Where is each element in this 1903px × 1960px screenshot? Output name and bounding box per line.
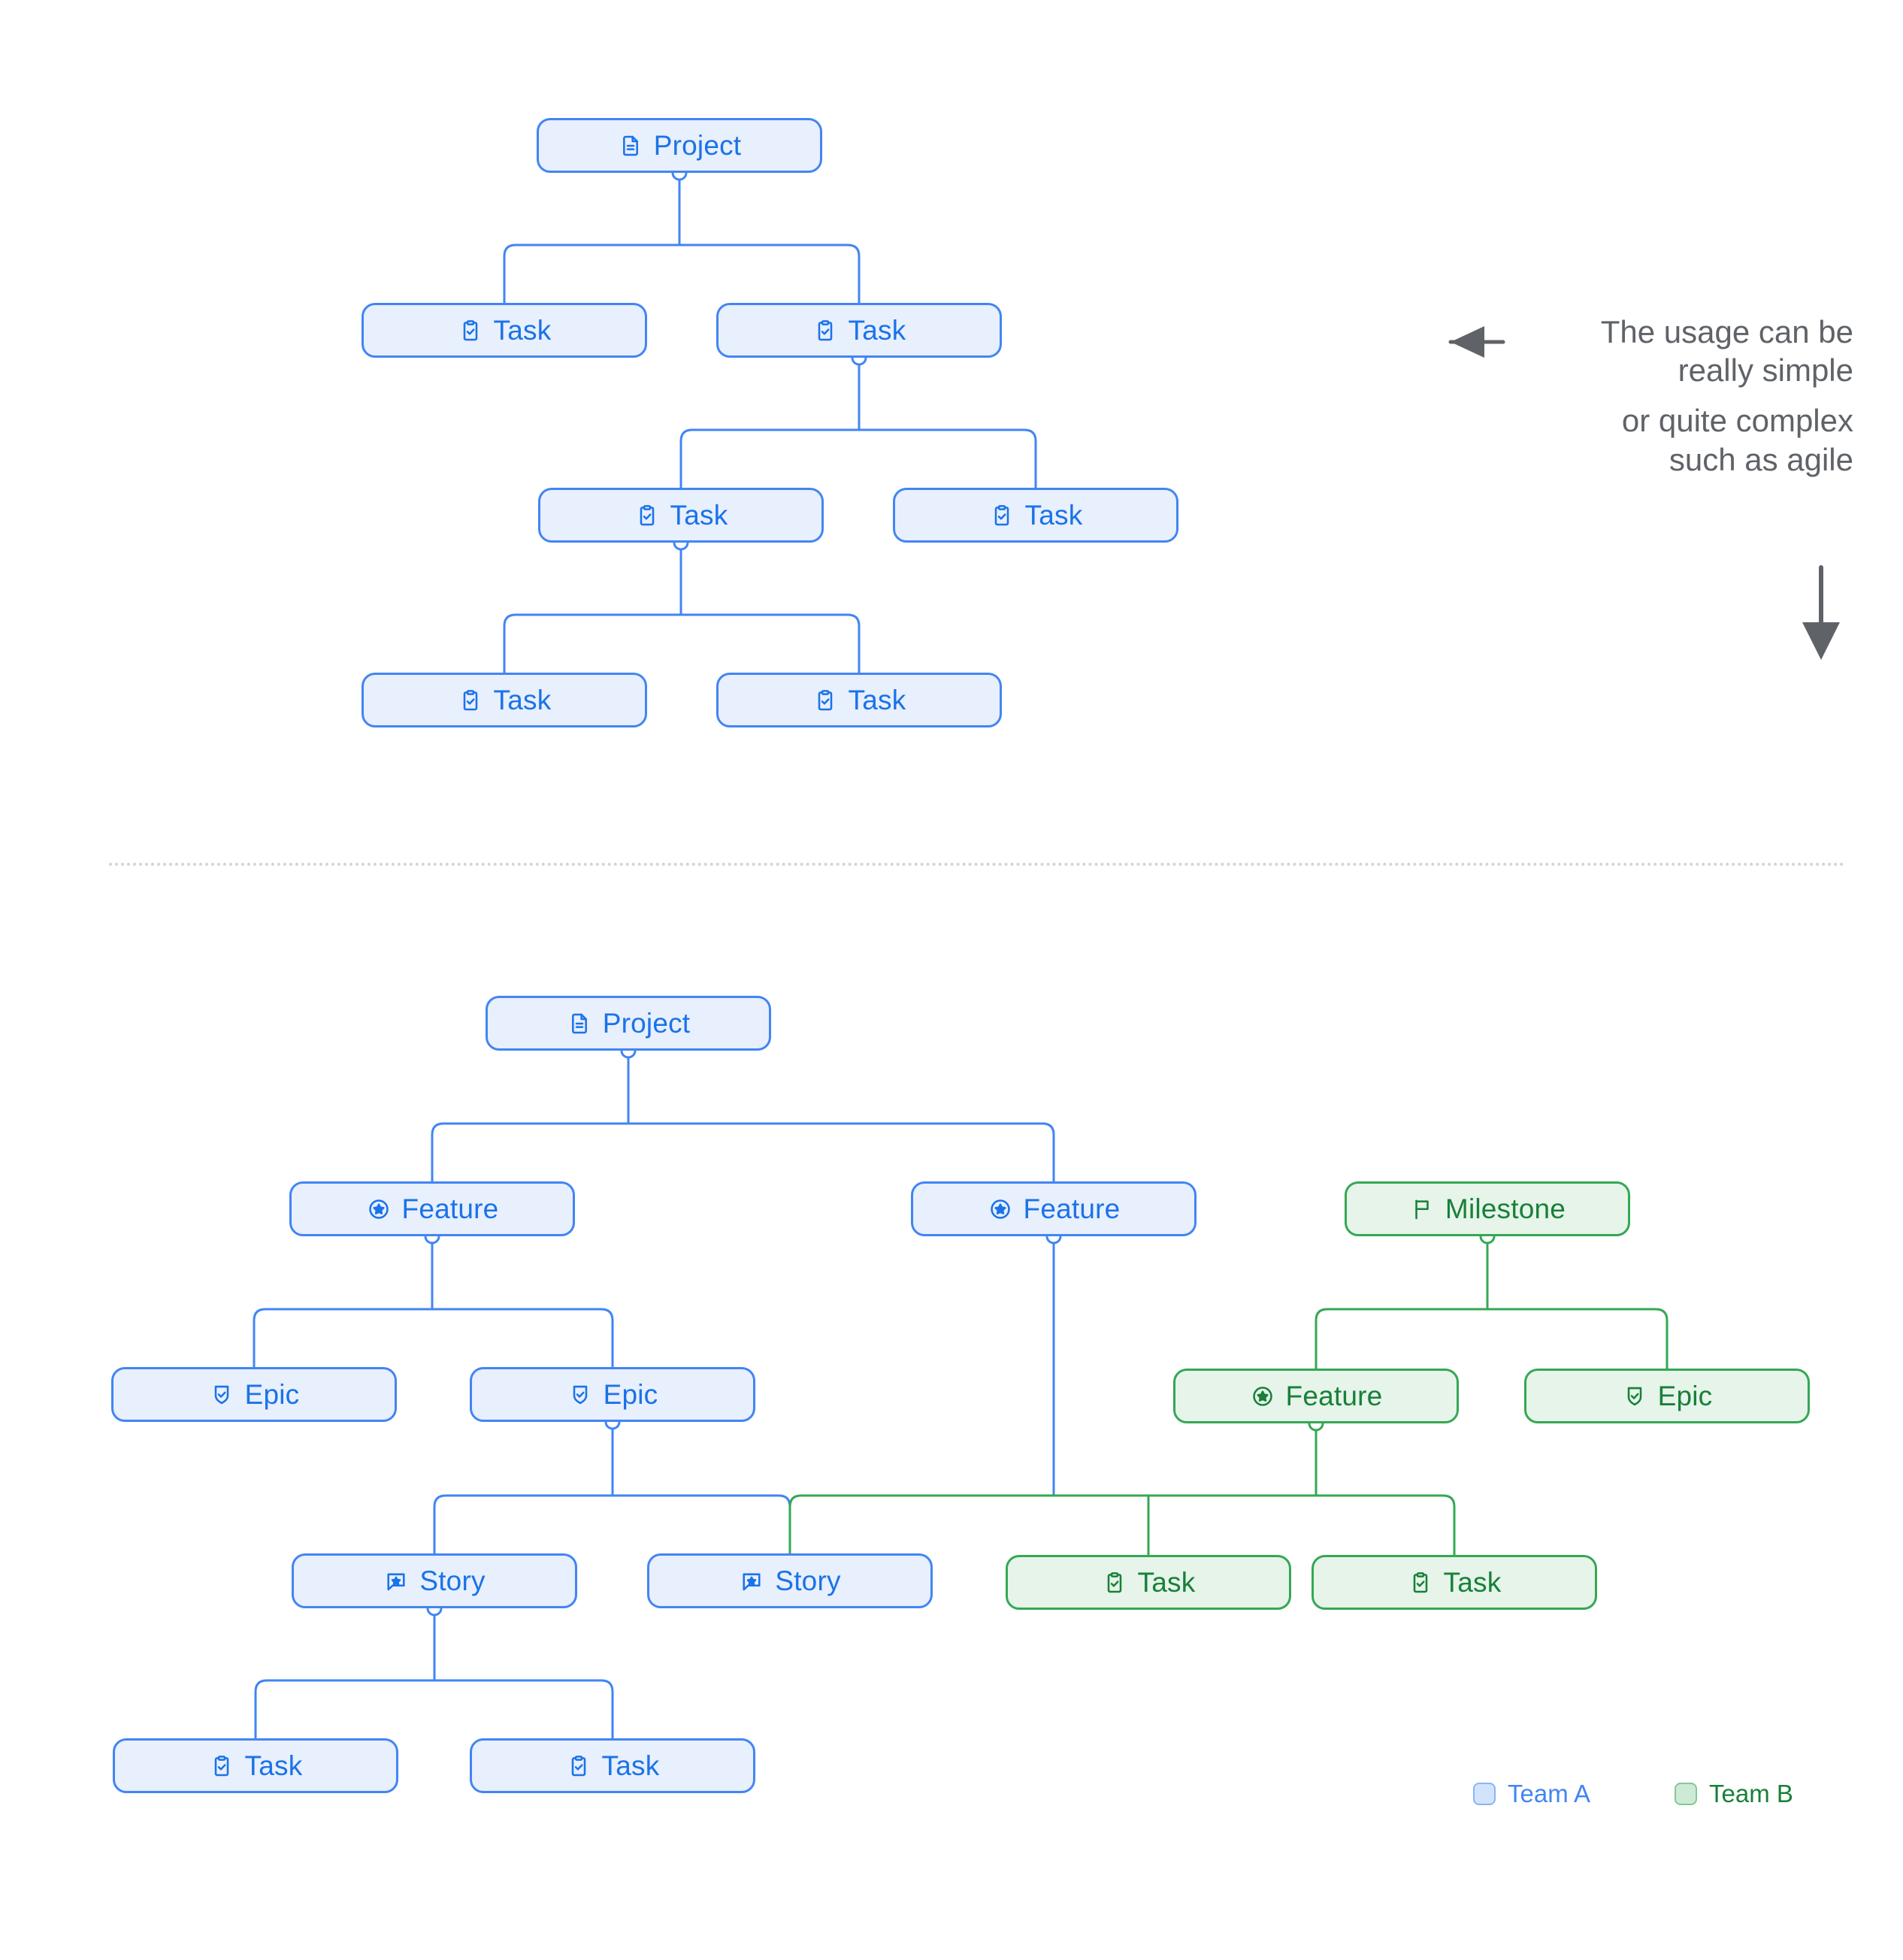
node-label: Task [848,685,906,715]
node-label: Task [493,685,552,715]
node-feature-c[interactable]: Feature [1173,1369,1459,1423]
node-label: Epic [1657,1381,1713,1411]
annotation-spacer [1508,389,1853,401]
clipboard-check-icon [634,503,660,528]
node-label: Task [670,500,728,531]
flag-icon [1409,1196,1435,1222]
node-label: Milestone [1445,1193,1566,1224]
clipboard-check-icon [209,1753,234,1779]
clipboard-check-icon [812,318,838,343]
section-divider [109,863,1845,866]
node-label: Task [1443,1567,1502,1598]
clipboard-check-icon [458,318,483,343]
node-label: Story [775,1565,841,1596]
node-task-agile-2[interactable]: Task [470,1738,755,1793]
node-task-simple-2[interactable]: Task [716,303,1002,358]
node-feature-b[interactable]: Feature [911,1181,1197,1236]
legend-label: Team A [1508,1780,1591,1807]
document-icon [618,133,643,159]
node-task-green-2[interactable]: Task [1312,1555,1597,1610]
clipboard-check-icon [566,1753,591,1779]
node-task-simple-5[interactable]: Task [362,673,647,727]
shield-check-icon [567,1382,593,1408]
shield-check-icon [209,1382,234,1408]
node-label: Task [493,315,552,346]
document-icon [567,1011,592,1036]
node-task-simple-1[interactable]: Task [362,303,647,358]
node-milestone[interactable]: Milestone [1345,1181,1630,1236]
node-epic-a[interactable]: Epic [111,1367,397,1422]
node-label: Task [601,1750,660,1781]
node-label: Task [848,315,906,346]
clipboard-check-icon [1102,1570,1127,1596]
node-label: Epic [244,1379,300,1410]
clipboard-check-icon [458,688,483,713]
node-task-simple-6[interactable]: Task [716,673,1002,727]
node-label: Feature [401,1193,499,1224]
node-task-simple-4[interactable]: Task [893,488,1178,543]
node-label: Task [244,1750,303,1781]
clipboard-check-icon [989,503,1015,528]
node-label: Task [1137,1567,1196,1598]
node-feature-a[interactable]: Feature [289,1181,575,1236]
annotation-line-2: really simple [1678,352,1853,389]
legend-team-b[interactable]: Team B [1675,1780,1793,1808]
comment-star-icon [739,1568,764,1594]
node-label: Feature [1285,1381,1383,1411]
node-label: Epic [603,1379,658,1410]
annotation-text: The usage can be really simple or quite … [1508,313,1853,479]
node-project-agile[interactable]: Project [486,996,771,1051]
annotation-line-1: The usage can be [1600,314,1853,349]
star-circle-icon [1250,1384,1275,1409]
comment-star-icon [383,1568,409,1594]
annotation-line-3: or quite complex [1621,403,1853,439]
annotation-line-4: such as agile [1669,441,1853,477]
node-label: Project [602,1008,691,1039]
node-task-green-1[interactable]: Task [1006,1555,1291,1610]
node-story-b[interactable]: Story [647,1553,933,1608]
node-task-simple-3[interactable]: Task [538,488,824,543]
node-project-simple[interactable]: Project [537,118,822,173]
legend-swatch-icon [1473,1783,1496,1805]
node-task-agile-1[interactable]: Task [113,1738,398,1793]
node-label: Task [1024,500,1083,531]
simple-tree-connectors [503,171,1037,674]
legend-label: Team B [1709,1780,1793,1807]
node-label: Story [419,1565,486,1596]
clipboard-check-icon [812,688,838,713]
node-label: Project [653,130,742,161]
legend-team-a[interactable]: Team A [1473,1780,1590,1808]
star-circle-icon [988,1196,1013,1222]
star-circle-icon [366,1196,392,1222]
node-label: Feature [1023,1193,1121,1224]
legend-swatch-icon [1675,1783,1697,1805]
shield-check-icon [1622,1384,1647,1409]
node-story-a[interactable]: Story [292,1553,577,1608]
clipboard-check-icon [1408,1570,1433,1596]
node-epic-c[interactable]: Epic [1524,1369,1810,1423]
node-epic-b[interactable]: Epic [470,1367,755,1422]
